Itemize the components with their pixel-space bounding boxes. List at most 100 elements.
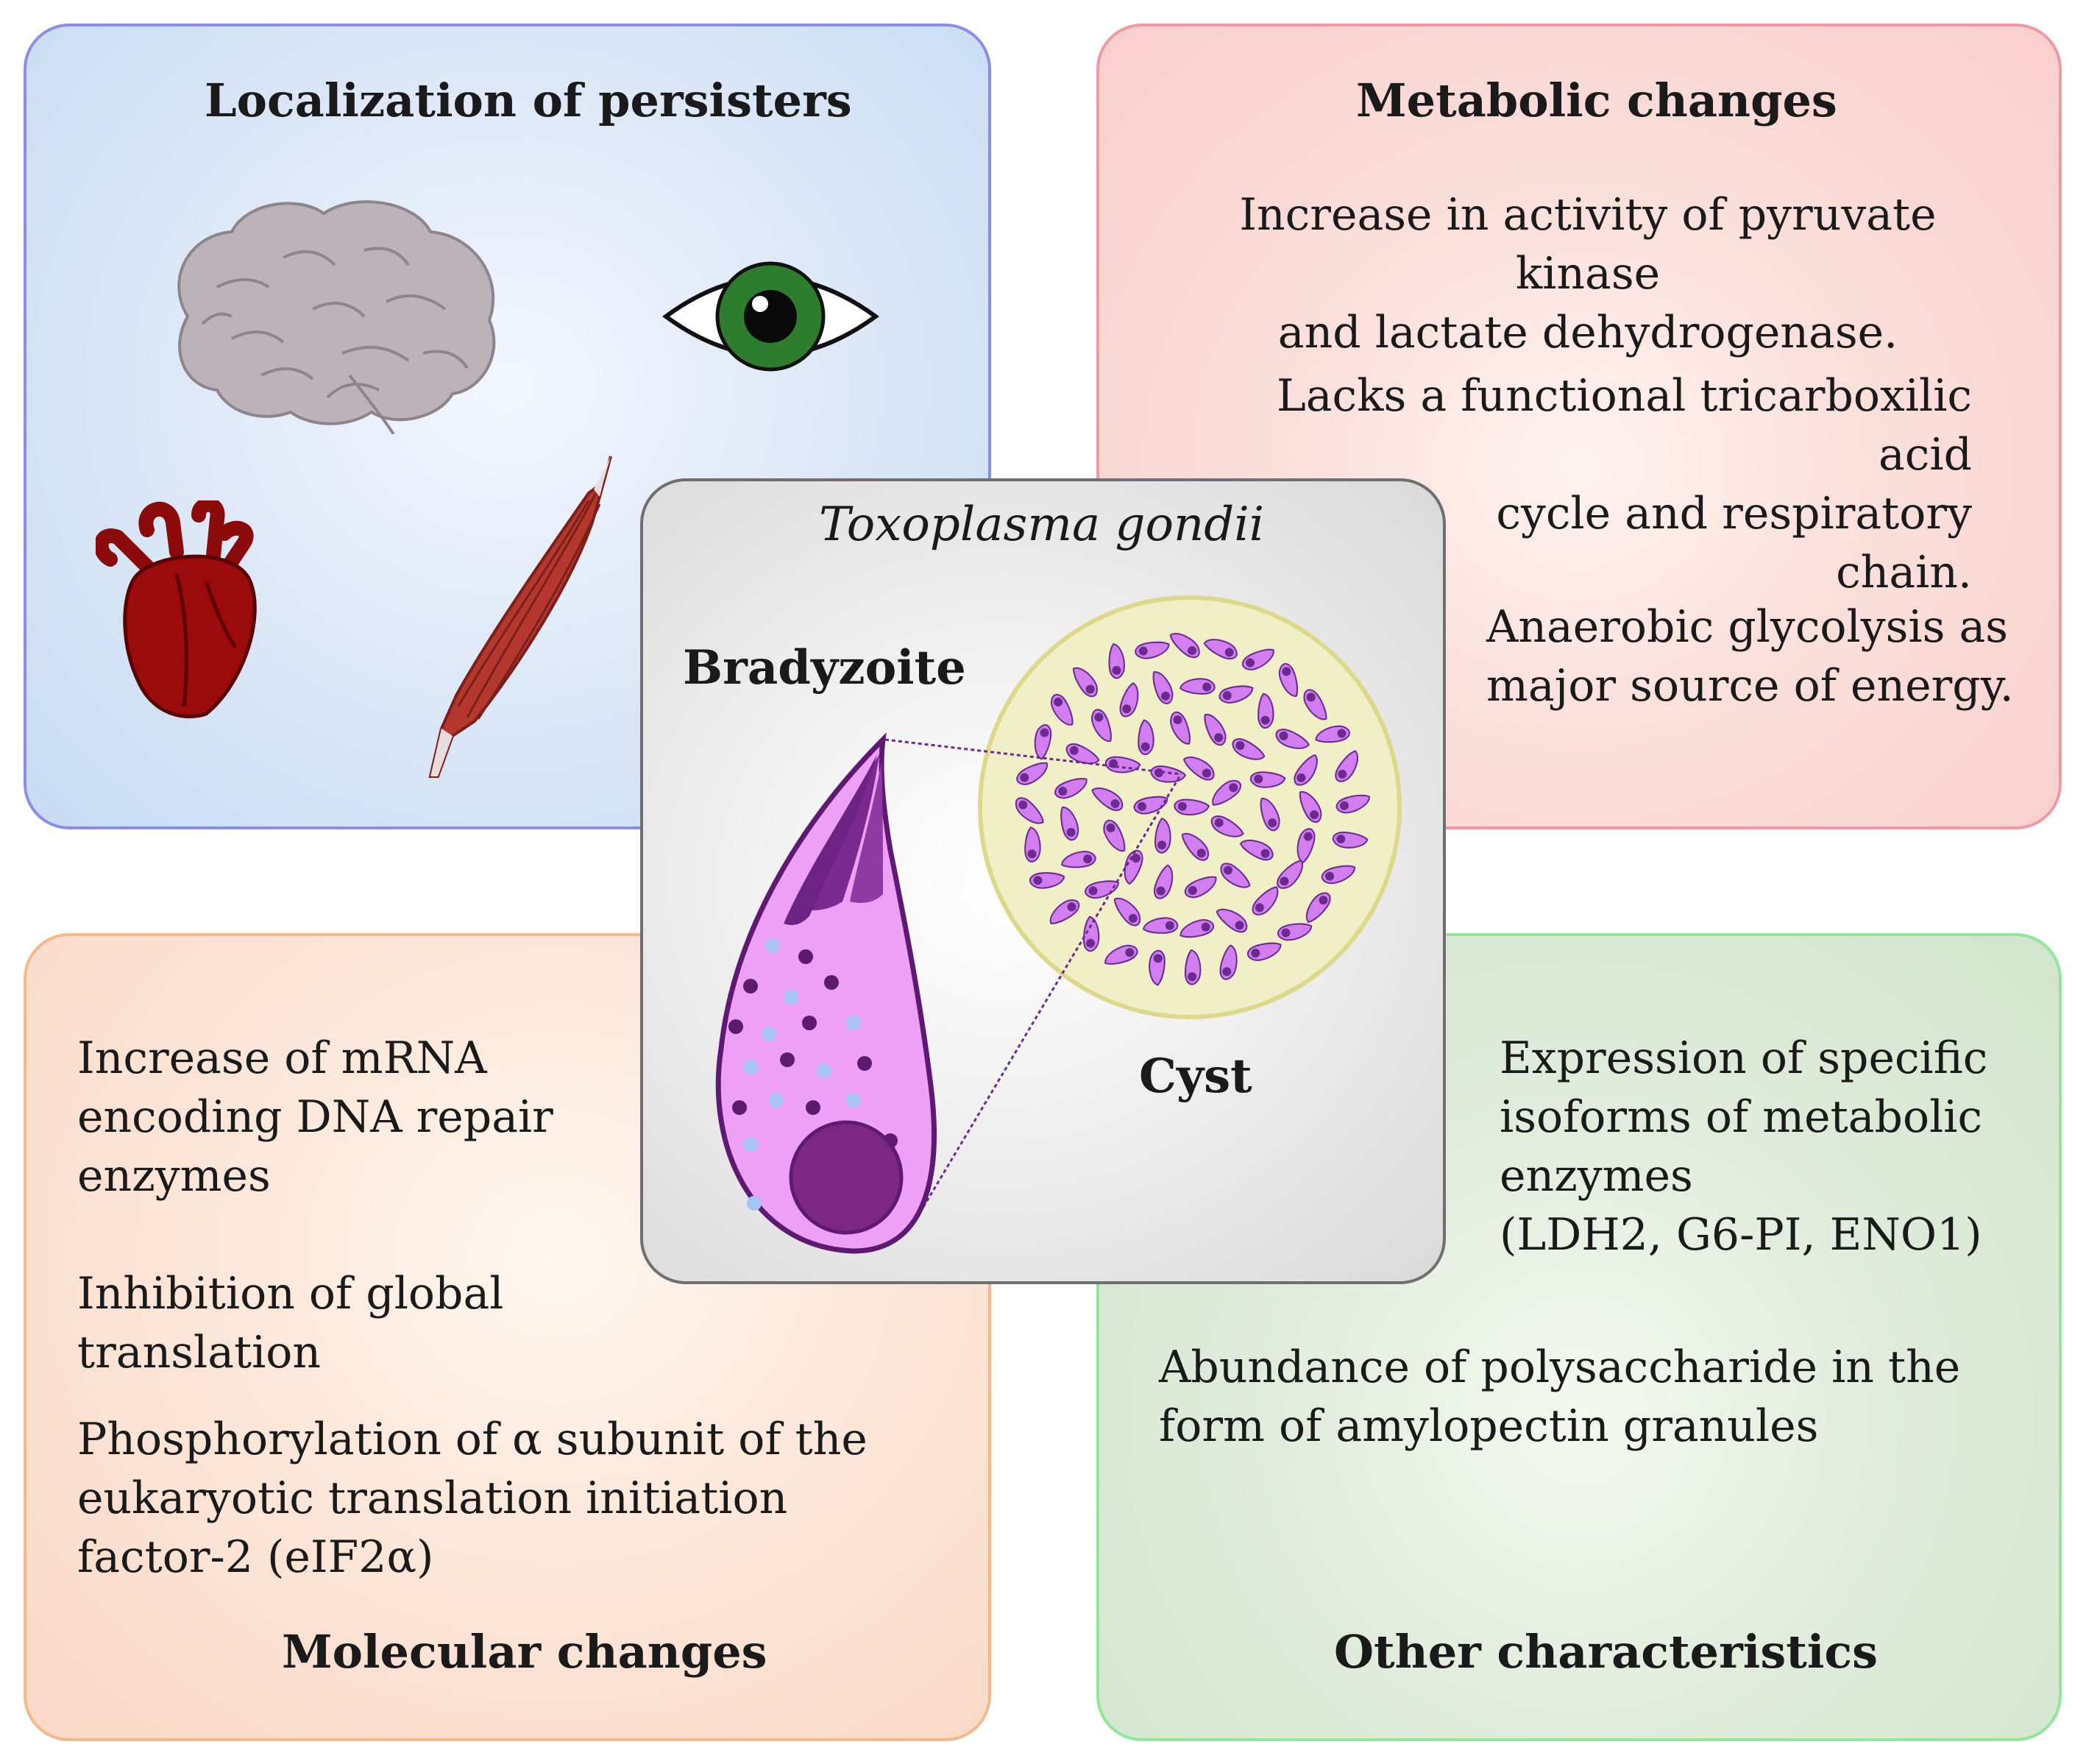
cyst-parasite (1103, 819, 1126, 851)
bradyzoite-granule (728, 1019, 743, 1034)
cyst-parasite (1104, 944, 1138, 965)
cyst-parasite (1154, 864, 1174, 899)
molecular-title: Molecular changes (282, 1625, 767, 1679)
cyst-parasite (1054, 778, 1088, 799)
bradyzoite-granule (762, 1027, 776, 1041)
cyst-parasite (1085, 880, 1119, 899)
bradyzoite-granule (824, 975, 839, 990)
bradyzoite-granule (846, 1016, 861, 1030)
other-item-2: Abundance of polysaccharide in the form … (1159, 1342, 1961, 1452)
bradyzoite-label: Bradyzoite (683, 640, 966, 695)
bradyzoite-granule (743, 1060, 758, 1074)
bradyzoite-granule (857, 1056, 872, 1071)
cyst-parasite (1252, 886, 1279, 915)
cyst-parasite (1138, 719, 1154, 756)
cyst-parasite (1029, 872, 1065, 889)
cyst-parasite (1218, 685, 1254, 704)
cyst-illustration (978, 595, 1402, 1019)
cyst-parasite (1179, 678, 1216, 695)
molecular-item-2: Inhibition of global translation (77, 1268, 504, 1378)
molecular-item-3: Phosphorylation of α subunit of the euka… (77, 1414, 868, 1583)
cyst-parasite (1015, 797, 1044, 824)
bradyzoite-granule (846, 1093, 861, 1108)
cyst-parasite (1335, 794, 1370, 814)
cyst-parasite (1133, 796, 1168, 815)
eye-icon (662, 261, 879, 372)
bradyzoite-granule (817, 1063, 831, 1078)
cyst-parasite (1249, 771, 1286, 788)
cyst-parasite (1296, 828, 1316, 864)
cyst-parasite (1303, 689, 1327, 720)
other-title: Other characteristics (1334, 1625, 1879, 1679)
cyst-parasite (1169, 633, 1200, 659)
cyst-parasite (1051, 693, 1074, 726)
cyst-parasite (1232, 738, 1266, 760)
cyst-parasite (1154, 818, 1171, 854)
cyst-parasite (1275, 729, 1310, 749)
metabolic-item-3: Anaerobic glycolysis as major source of … (1486, 601, 2014, 712)
cyst-parasite (1185, 949, 1202, 985)
cyst-parasite (1016, 762, 1048, 785)
other-item-1: Expression of specific isoforms of metab… (1500, 1032, 1988, 1261)
cyst-parasite (1143, 917, 1179, 934)
bradyzoite-granule (798, 949, 813, 964)
cyst-parasite (1034, 724, 1052, 760)
cyst-parasite (1073, 667, 1098, 698)
cyst-parasite (1113, 897, 1141, 927)
bradyzoite-granule (780, 1052, 795, 1067)
center-title: Toxoplasma gondii (819, 497, 1265, 552)
cyst-parasite (1203, 639, 1238, 660)
cyst-parasite (1210, 815, 1244, 837)
molecular-item-1: Increase of mRNA encoding DNA repair enz… (77, 1032, 553, 1202)
bradyzoite-granule (769, 1093, 784, 1108)
bradyzoite-granule (784, 990, 798, 1005)
heart-icon (96, 500, 257, 719)
cyst-parasite (1216, 908, 1248, 933)
cyst-parasite (1174, 798, 1210, 816)
cyst-parasite (1091, 787, 1124, 812)
bradyzoite-granule (802, 1016, 817, 1030)
cyst-parasite (1305, 892, 1331, 924)
cyst-parasite (1061, 851, 1096, 868)
cyst-parasite (1277, 923, 1313, 941)
cyst-parasite (1119, 682, 1139, 718)
localization-title: Localization of persisters (205, 74, 852, 127)
cyst-parasite (1049, 899, 1080, 924)
cyst-parasite (1108, 643, 1125, 679)
cyst-parasite (1220, 862, 1251, 888)
brain-icon (177, 200, 496, 434)
bradyzoite-granule (743, 1137, 758, 1152)
cyst-parasite (1212, 779, 1242, 806)
cyst-parasite (1299, 791, 1322, 823)
cyst-parasite (1182, 757, 1215, 781)
muscle-icon (428, 456, 612, 778)
cyst-parasite (1181, 832, 1210, 861)
cyst-parasite (1082, 915, 1100, 952)
cyst-parasite (1091, 709, 1112, 743)
cyst-parasite (1239, 840, 1274, 861)
cyst-parasite (1315, 725, 1350, 743)
cyst-parasite (1257, 693, 1274, 729)
cyst-parasite (1277, 860, 1303, 889)
bradyzoite-granule (732, 1100, 747, 1115)
cyst-parasite (1219, 944, 1238, 980)
bradyzoite-granule (765, 938, 780, 953)
cyst-parasite (1184, 876, 1217, 899)
cyst-parasite (1179, 919, 1215, 938)
metabolic-item-2: Lacks a functional tricarboxilic acid cy… (1276, 370, 1972, 598)
cyst-parasite (1335, 750, 1359, 782)
bradyzoite-granule (747, 1196, 762, 1211)
cyst-parasite (1149, 949, 1166, 986)
cyst-parasite (1135, 641, 1170, 659)
cyst-parasite (1152, 671, 1174, 704)
cyst-label: Cyst (1139, 1049, 1252, 1104)
cyst-parasite (1150, 765, 1187, 783)
metabolic-title: Metabolic changes (1356, 74, 1837, 127)
cyst-parasite (1260, 798, 1280, 832)
cyst-parasite (1204, 714, 1227, 746)
bradyzoite-illustration (715, 732, 937, 1254)
cyst-parasite (1241, 648, 1274, 670)
cyst-parasite (1321, 865, 1355, 885)
cyst-parasite (1024, 826, 1041, 862)
